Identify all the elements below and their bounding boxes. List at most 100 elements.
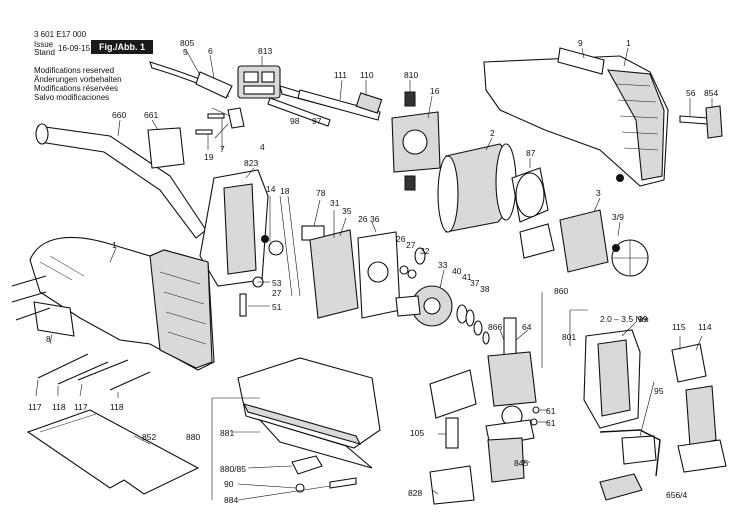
modification-line: Modifications réservées (34, 84, 119, 93)
small-screws-drawing (530, 406, 548, 426)
callout-label: 661 (144, 110, 158, 120)
callout-label: 9 (578, 38, 583, 48)
modification-line: Änderungen vorbehalten (34, 75, 122, 84)
washers-drawing (399, 247, 426, 279)
callout-label: 98 (290, 116, 300, 126)
lever-drawing (679, 98, 723, 139)
callout-label: 828 (408, 488, 422, 498)
callout-label: 38 (480, 284, 490, 294)
callout-label: 813 (258, 46, 272, 56)
callout-label: 90 (224, 479, 234, 489)
motor-housing-drawing (483, 47, 669, 187)
callout-label: 111 (334, 70, 347, 80)
callout-label: 880 (186, 432, 200, 442)
issue-date: 16-09-15 (58, 44, 91, 53)
callout-label: 7 (220, 144, 225, 154)
callout-label: 97 (312, 116, 322, 126)
callout-label: 18 (280, 186, 290, 196)
callout-label: 27 (406, 240, 416, 250)
callout-label: 56 (686, 88, 696, 98)
callout-label: 118 (52, 402, 66, 412)
stator-drawing (437, 137, 517, 233)
callout-label: 884 (224, 495, 238, 505)
callout-label: 99 (638, 314, 648, 324)
foot-plate-drawing (211, 357, 381, 500)
callout-label: 117 (28, 402, 42, 412)
callout-label: 32 (420, 246, 430, 256)
callout-label: 860 (554, 286, 568, 296)
brush-holder-drawing (391, 80, 441, 191)
callout-label: 115 (672, 322, 686, 332)
stand-label: Stand (34, 48, 55, 57)
led-light-drawing (671, 335, 727, 473)
callout-label: 61 (546, 418, 556, 428)
callout-label: 656/4 (666, 490, 688, 500)
housing-screws-drawing (11, 275, 151, 398)
callout-label: 16 (430, 86, 440, 96)
callout-label: 823 (244, 158, 258, 168)
callout-labels: 805 5 6 813 111 110 810 9 1 56 854 660 6… (28, 38, 718, 505)
callout-label: 95 (654, 386, 664, 396)
callout-label: 805 (180, 38, 194, 48)
callout-label: 64 (522, 322, 532, 332)
callout-label: 31 (330, 198, 340, 208)
callout-label: 35 (342, 206, 352, 216)
callout-label: 87 (526, 148, 536, 158)
modification-line: Salvo modificaciones (34, 93, 110, 102)
callout-label: 26 (358, 214, 368, 224)
callout-label: 660 (112, 110, 126, 120)
callout-label: 810 (404, 70, 418, 80)
callout-label: 1 (112, 240, 117, 250)
gear-drawing (395, 269, 453, 327)
callout-label: 866 (488, 322, 502, 332)
callout-label: 852 (142, 432, 156, 442)
callout-label: 117 (74, 402, 88, 412)
callout-label: 26 (396, 234, 406, 244)
callout-label: 110 (360, 70, 374, 80)
pins-drawing (239, 276, 270, 317)
rings-drawing (456, 304, 490, 345)
callout-label: 118 (110, 402, 124, 412)
callout-label: 1 (626, 38, 631, 48)
figure-label: Fig./Abb. 1 (91, 40, 153, 54)
callout-label: 801 (562, 332, 576, 342)
callout-label: 6 (208, 46, 213, 56)
callout-label: 114 (698, 322, 712, 332)
armature-drawing (519, 197, 649, 277)
document-number: 3 601 E17 000 (34, 30, 87, 39)
callout-label: 4 (260, 142, 265, 152)
callout-label: 51 (272, 302, 282, 312)
callout-label: 61 (546, 406, 556, 416)
power-cord-drawing (149, 49, 233, 99)
callout-label: 14 (266, 184, 276, 194)
issue-label: Issue (34, 40, 54, 49)
callout-label: 53 (272, 278, 282, 288)
callout-label: 40 (452, 266, 462, 276)
housing-half-drawing (29, 236, 215, 371)
callout-label: 36 (370, 214, 380, 224)
callout-label: 8 (46, 334, 51, 344)
gearbox-drawing (569, 309, 641, 429)
callout-label: 845 (514, 458, 528, 468)
callout-label: 78 (316, 188, 326, 198)
gear-carrier-drawing (357, 221, 401, 319)
reference-markers (261, 174, 624, 252)
modifications-notice: Modifications reserved Änderungen vorbeh… (34, 66, 122, 102)
callout-label: 41 (462, 272, 472, 282)
callout-label: 3/9 (612, 212, 624, 222)
wire-clamp-drawing (599, 381, 661, 477)
callout-label: 3 (596, 188, 601, 198)
sliding-plate-drawing (599, 473, 643, 501)
dust-nozzle-drawing (35, 119, 207, 239)
base-plate-drawing (26, 409, 200, 495)
fan-baffle-drawing (511, 158, 549, 223)
callout-label: 37 (470, 278, 480, 288)
callout-label: 19 (204, 152, 214, 162)
callout-label: 2.0 – 3.5 Nm (600, 314, 649, 324)
switch-bar-drawing (297, 79, 383, 121)
callout-label: 33 (438, 260, 448, 270)
callout-label: 5 (183, 47, 188, 57)
guide-plate-drawing (301, 199, 359, 319)
gear-housing-drawing (199, 167, 301, 297)
